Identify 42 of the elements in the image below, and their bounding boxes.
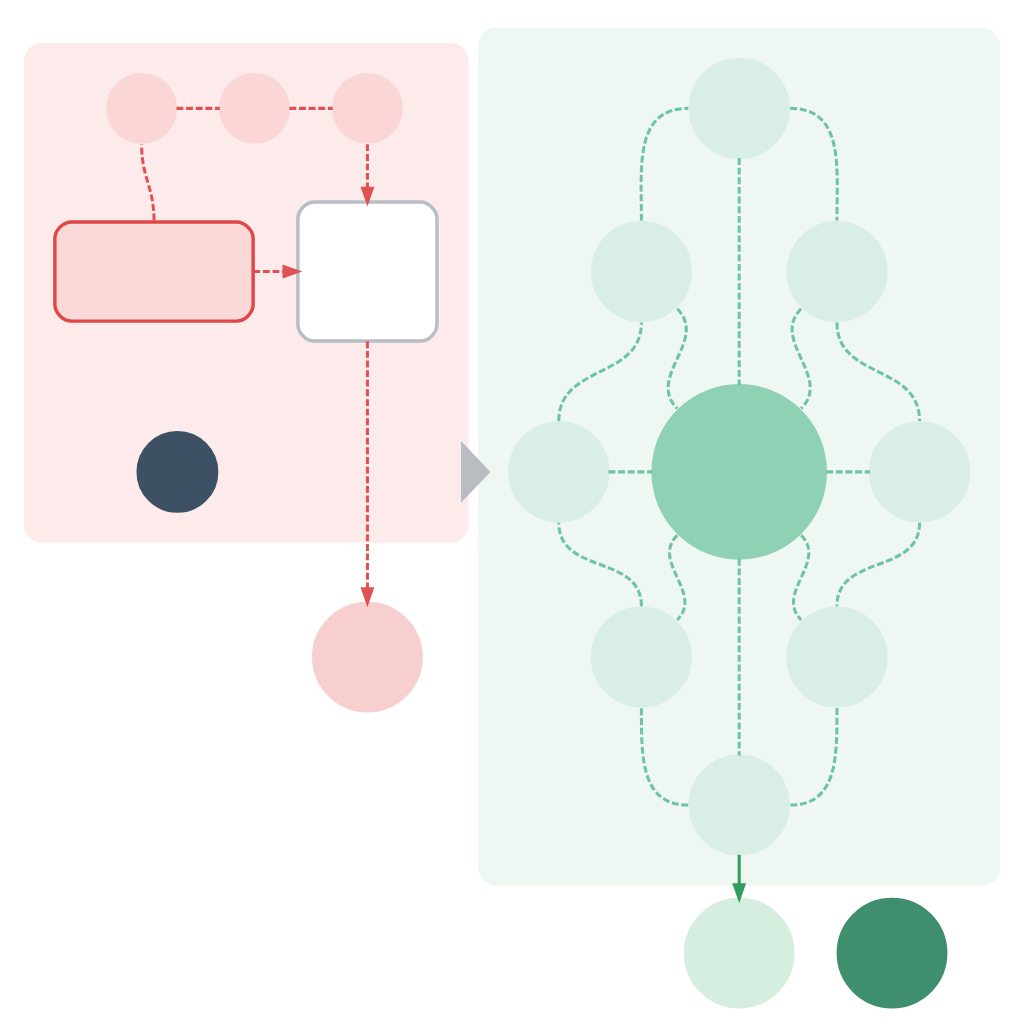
connector [790,707,839,807]
node-circle [651,383,827,560]
arrow [461,440,491,503]
arrow [253,264,303,278]
node-circle [683,897,795,1009]
connector [289,106,333,110]
connector [835,522,922,606]
node-person [836,897,948,1009]
connector [737,157,741,385]
node-circle [106,72,178,144]
node-circle [688,57,790,159]
node-circle [868,420,971,522]
node-box [296,199,439,343]
connector [639,106,689,221]
node-circle [590,605,693,708]
connector [176,106,220,110]
connector [826,469,870,473]
connector [835,321,922,421]
node-circle [331,72,403,144]
connector [792,533,811,621]
connector [557,321,643,421]
connector [790,106,839,221]
connector [790,307,812,409]
arrow [360,143,375,207]
node-circle [786,605,888,708]
connector [668,533,687,621]
connector [140,143,156,221]
connector [639,707,689,807]
node-person [136,430,219,513]
node-circle [590,220,693,322]
connector [666,307,688,409]
node-circle [786,220,888,322]
connector [557,522,643,606]
node-circle [312,601,423,712]
connector [737,558,741,755]
arrow [732,854,747,903]
node-circle [688,754,790,856]
node-circle [508,420,610,522]
connector [608,469,653,473]
node-circle [219,72,290,144]
arrow [360,340,375,607]
node-box [53,219,255,323]
